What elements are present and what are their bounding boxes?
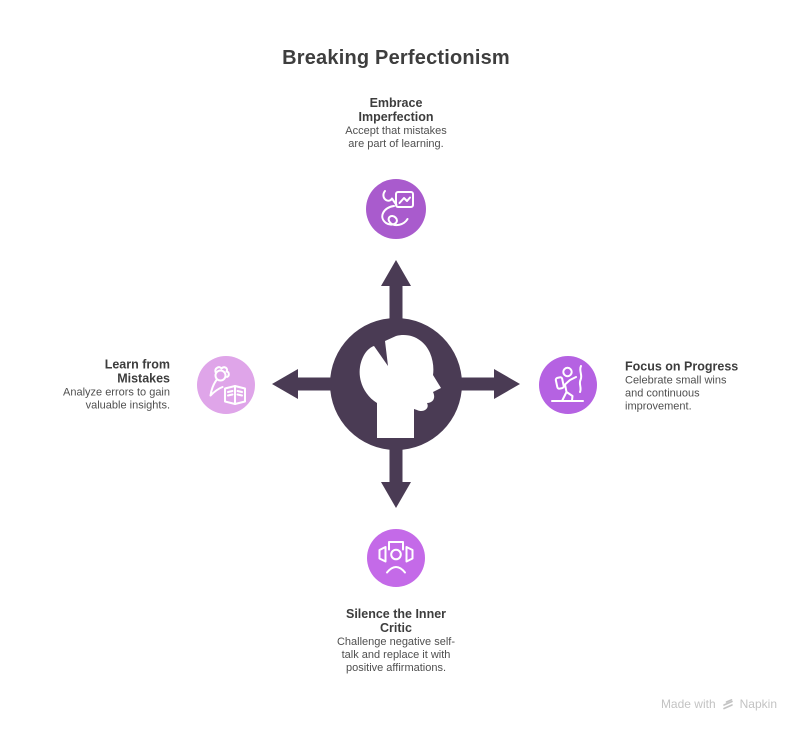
node-embrace-imperfection: Embrace Imperfection Accept that mistake…	[340, 96, 452, 151]
node-title-focus-on-progress: Focus on Progress	[625, 359, 739, 374]
node-desc-focus-on-progress: Celebrate small wins and continuous impr…	[625, 374, 727, 412]
broken-head-icon	[272, 260, 520, 508]
node-focus-on-progress: Focus on Progress Celebrate small wins a…	[625, 359, 743, 412]
made-with-label: Made with	[660, 697, 716, 711]
node-title-embrace-imperfection: Embrace Imperfection	[358, 96, 434, 124]
node-learn-from-mistakes: Learn from Mistakes Analyze errors to ga…	[58, 358, 170, 413]
painting-icon	[366, 179, 426, 239]
brand-label: Napkin	[739, 697, 777, 711]
node-desc-silence-inner-critic: Challenge negative self-talk and replace…	[336, 636, 456, 674]
node-title-learn-from-mistakes: Learn from Mistakes	[104, 357, 170, 386]
node-silence-inner-critic: Silence the Inner Critic Challenge negat…	[332, 607, 460, 674]
node-desc-learn-from-mistakes: Analyze errors to gain valuable insights…	[63, 386, 170, 412]
inner-critic-icon	[367, 529, 425, 587]
climber-icon	[539, 356, 597, 414]
made-with-napkin: Made with Napkin	[661, 697, 777, 711]
page-title: Breaking Perfectionism	[282, 47, 510, 69]
node-title-silence-inner-critic: Silence the Inner Critic	[345, 607, 447, 635]
napkin-logo-icon	[722, 698, 733, 709]
reading-icon	[197, 356, 255, 414]
node-desc-embrace-imperfection: Accept that mistakes are part of learnin…	[345, 125, 447, 150]
